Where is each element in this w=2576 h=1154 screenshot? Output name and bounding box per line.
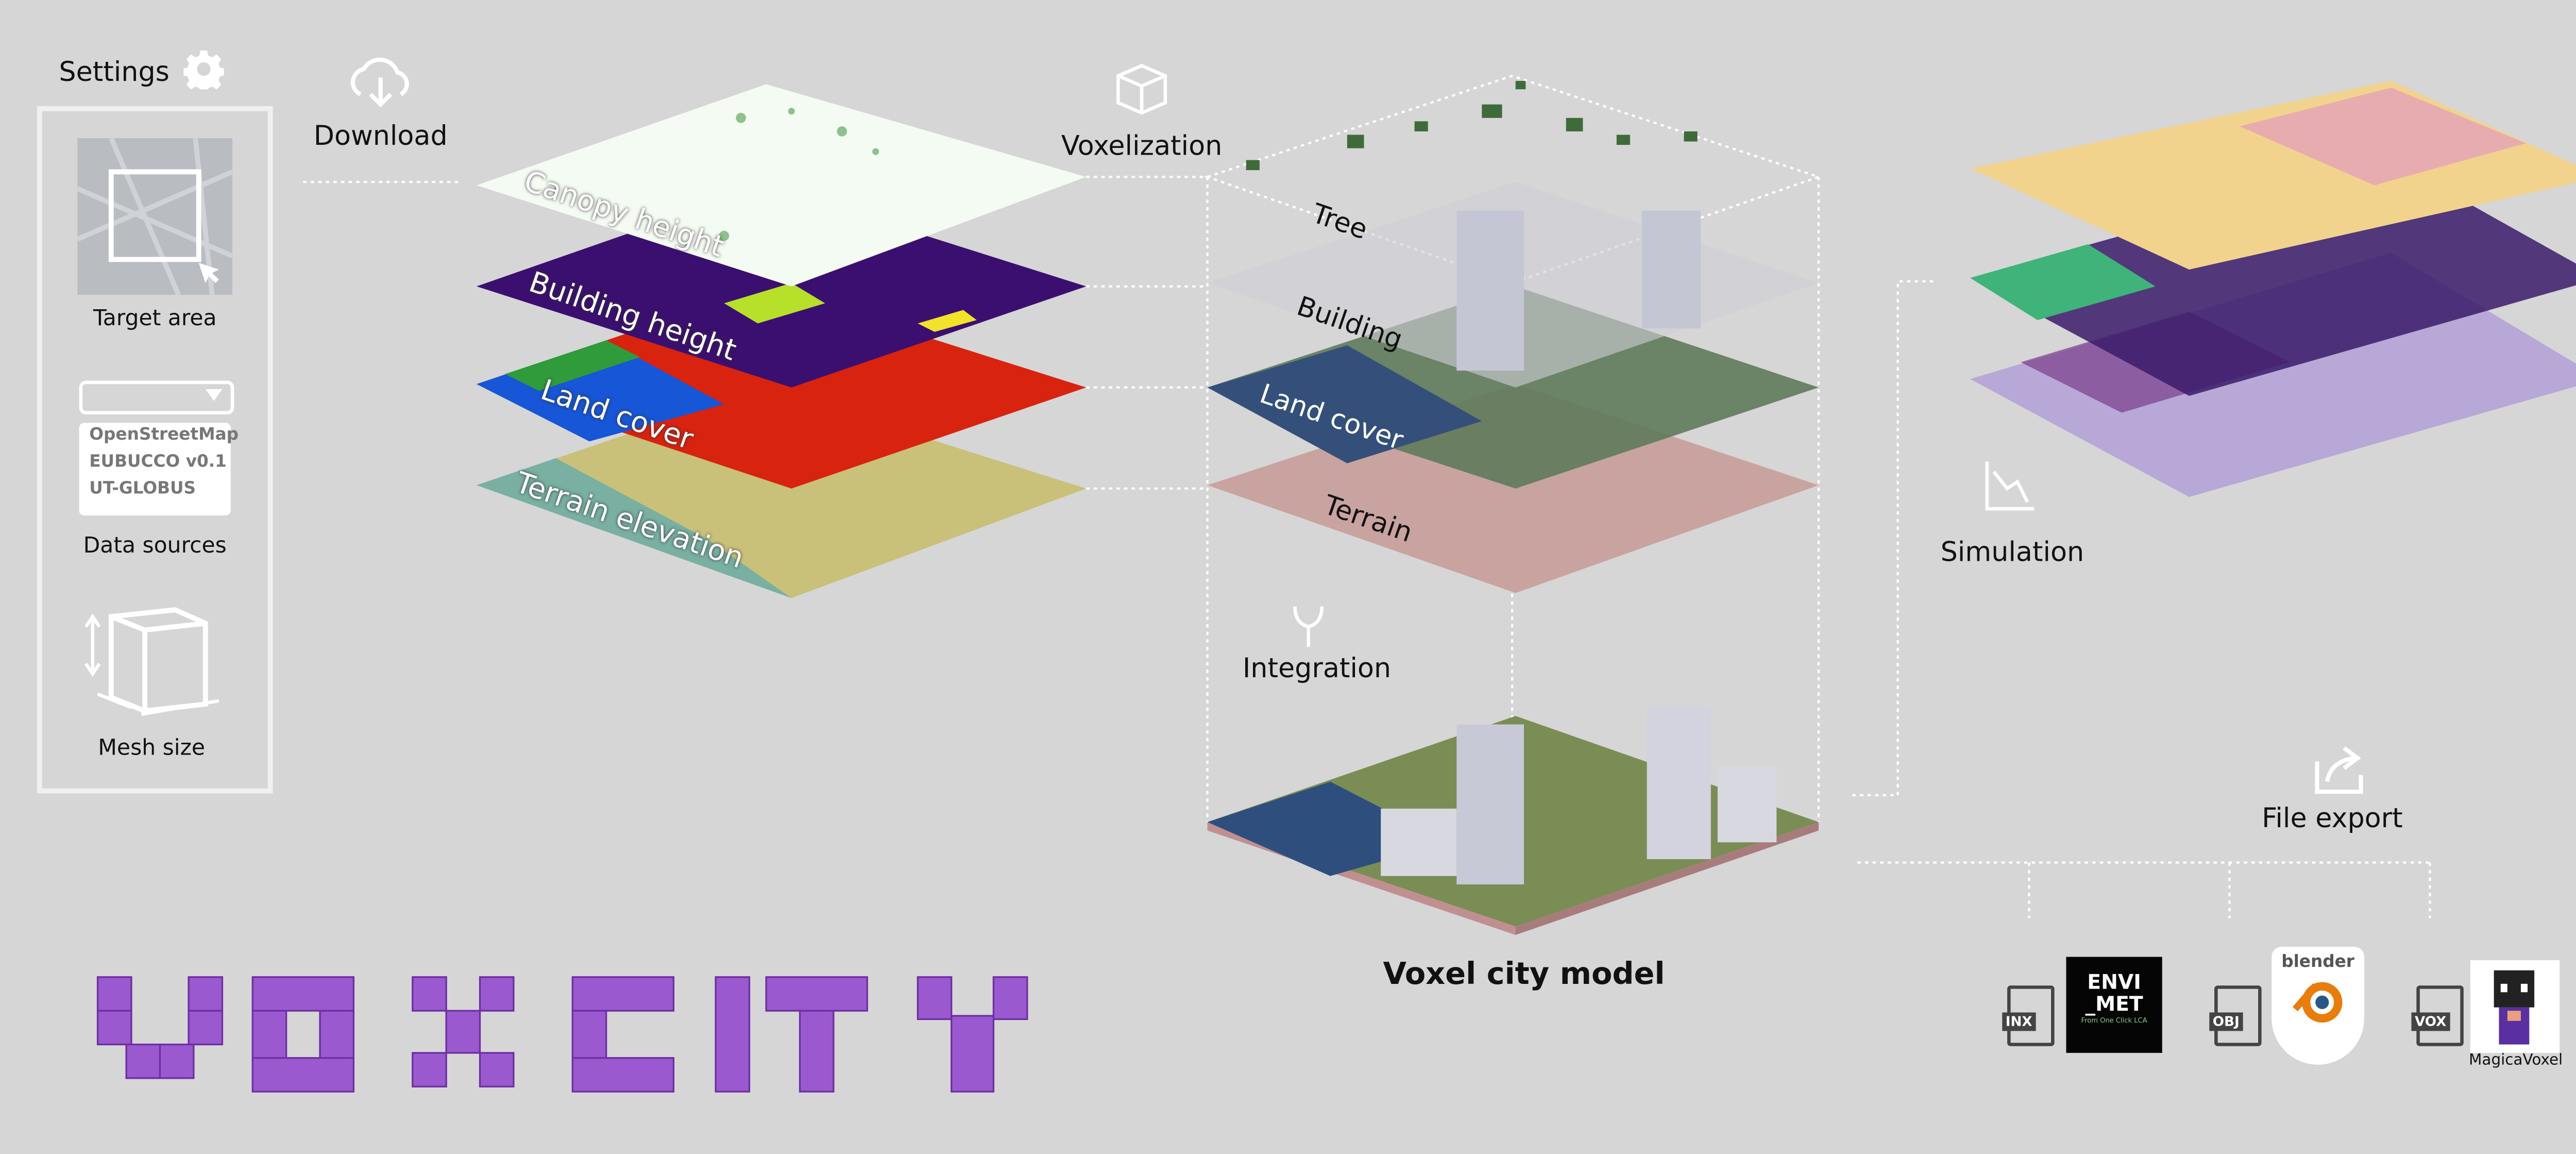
cube-icon — [1116, 63, 1167, 115]
connector-simulation — [1852, 280, 1937, 796]
gear-icon[interactable] — [183, 49, 224, 90]
magicavoxel-logo[interactable] — [2470, 960, 2560, 1053]
download-label: Download — [313, 120, 448, 152]
vox-file-icon[interactable]: VOX — [2411, 985, 2464, 1046]
target-area-map[interactable] — [76, 137, 234, 296]
mesh-size-label: Mesh size — [98, 736, 206, 762]
cursor-icon — [198, 262, 219, 283]
option-ut-globus[interactable]: UT-GLOBUS — [89, 480, 196, 499]
cloud-download-icon — [350, 57, 409, 108]
voxcity-logo — [96, 976, 1028, 1093]
data-source-list: OpenStreetMap EUBUCCO v0.1 UT-GLOBUS — [79, 423, 239, 516]
mesh-size-icon[interactable] — [81, 607, 226, 728]
chevron-down-icon — [205, 389, 223, 401]
chart-icon — [1985, 461, 2035, 511]
simulation-layer-2 — [1970, 160, 2576, 396]
blender-logo[interactable]: blender — [2272, 946, 2364, 1065]
option-eubucco[interactable]: EUBUCCO v0.1 — [89, 453, 227, 472]
voxelization-label: Voxelization — [1061, 129, 1223, 162]
canopy-height-layer — [476, 84, 1087, 287]
inx-file-icon[interactable]: INX — [2002, 985, 2055, 1046]
model-label: Voxel city model — [1383, 957, 1665, 993]
merge-icon — [1293, 606, 1324, 647]
magicavoxel-label: MagicaVoxel — [2469, 1052, 2563, 1070]
data-source-dropdown[interactable] — [79, 380, 234, 415]
voxel-land-cover-layer — [1207, 286, 1819, 489]
land-cover-layer — [476, 286, 1087, 489]
data-sources-label: Data sources — [83, 534, 227, 560]
target-area-label: Target area — [93, 306, 217, 332]
blender-icon — [2292, 982, 2342, 1023]
terrain-elevation-layer — [476, 387, 1087, 598]
share-icon — [2315, 746, 2363, 794]
magicavoxel-icon — [2494, 970, 2535, 1045]
voxel-tree-layer — [1246, 80, 1698, 171]
simulation-label: Simulation — [1940, 536, 2084, 568]
settings-title: Settings — [59, 55, 170, 88]
obj-file-icon[interactable]: OBJ — [2209, 985, 2262, 1046]
connector-export — [1857, 861, 2431, 918]
envimet-logo[interactable]: ENVI _MET From One Click LCA — [2066, 957, 2162, 1053]
file-export-label: File export — [2262, 801, 2403, 834]
selection-rectangle — [108, 169, 201, 262]
integration-label: Integration — [1242, 651, 1392, 684]
settings-panel — [37, 106, 273, 794]
option-openstreetmap[interactable]: OpenStreetMap — [89, 426, 239, 445]
